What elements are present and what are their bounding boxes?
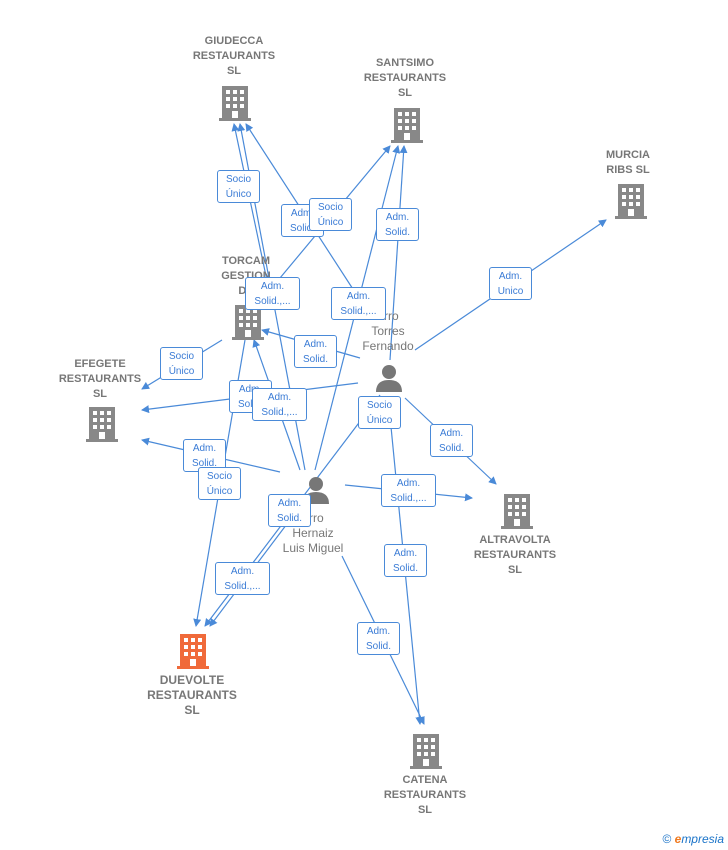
building-icon	[177, 634, 209, 669]
company-label-efegete[interactable]: EFEGETE RESTAURANTS SL	[58, 358, 142, 400]
edge-label[interactable]: Adm. Solid.	[357, 622, 400, 655]
edge	[231, 123, 271, 296]
edge-label[interactable]: Socio Único	[358, 396, 401, 429]
company-label-altravolta[interactable]: ALTRAVOLTA RESTAURANTS SL	[473, 534, 557, 576]
copyright-icon: ©	[662, 832, 672, 846]
person-icon	[376, 365, 402, 392]
edge-label[interactable]: Adm. Solid.,...	[331, 287, 386, 320]
edge-label[interactable]: Adm. Unico	[489, 267, 532, 300]
edge-label[interactable]: Adm. Solid.	[430, 424, 473, 457]
edge-label[interactable]: Adm. Solid.	[268, 494, 311, 527]
edge-label[interactable]: Socio Único	[160, 347, 203, 380]
building-icon	[219, 86, 251, 121]
building-icon	[410, 734, 442, 769]
edge-label[interactable]: Adm. Solid.,...	[215, 562, 270, 595]
building-icon	[615, 184, 647, 219]
edge-label[interactable]: Socio Único	[217, 170, 260, 203]
company-label-catena[interactable]: CATENA RESTAURANTS SL	[383, 774, 467, 816]
brand-initial: e	[674, 832, 682, 846]
building-icon	[501, 494, 533, 529]
brand-name: mpresia	[681, 832, 724, 846]
brand-footer: © empresia	[662, 832, 724, 846]
edge-label[interactable]: Adm. Solid.	[376, 208, 419, 241]
building-icon	[86, 407, 118, 442]
edge-label[interactable]: Adm. Solid.	[384, 544, 427, 577]
building-icon	[232, 305, 264, 340]
company-label-giudecca[interactable]: GIUDECCA RESTAURANTS SL	[192, 35, 276, 77]
edge-label[interactable]: Adm. Solid.,...	[245, 277, 300, 310]
building-icon	[391, 108, 423, 143]
edge	[389, 145, 408, 361]
edge-label[interactable]: Socio Único	[198, 467, 241, 500]
company-label-duevolte[interactable]: DUEVOLTE RESTAURANTS SL	[147, 673, 237, 717]
company-label-santsimo[interactable]: SANTSIMO RESTAURANTS SL	[363, 57, 447, 99]
edge-label[interactable]: Adm. Solid.	[294, 335, 337, 368]
edge-label[interactable]: Adm. Solid.,...	[252, 388, 307, 421]
edge-label[interactable]: Socio Único	[309, 198, 352, 231]
edge-label[interactable]: Adm. Solid.,...	[381, 474, 436, 507]
company-label-murcia[interactable]: MURCIA RIBS SL	[606, 149, 650, 176]
